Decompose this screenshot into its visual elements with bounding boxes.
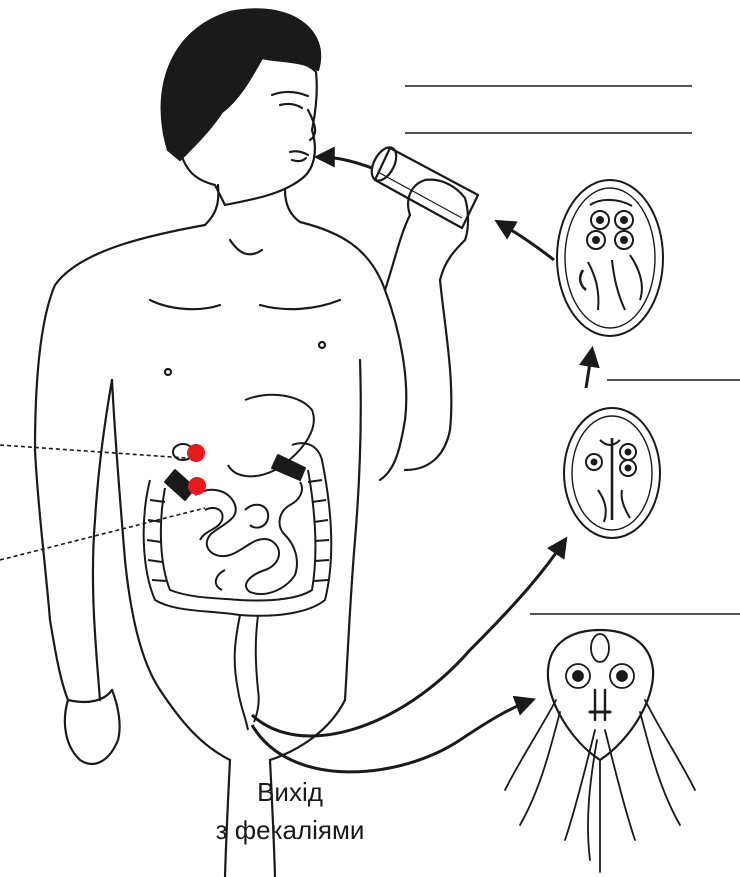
right-torso [345,360,361,700]
pointer-line-lower [0,508,205,560]
glass-of-water [367,143,478,228]
pointer-line-upper [0,445,186,458]
torso [35,225,205,700]
arrow-cyst-to-glass [498,222,554,260]
neck [205,185,218,225]
fecal-exit-caption: Вихід з фекаліями [180,773,400,849]
arrow-glass-to-mouth [318,157,372,168]
pointer-lines [0,445,205,560]
cyst-young [564,408,660,538]
flagellum [505,700,556,790]
caption-line-1: Вихід [180,773,400,811]
trophozoite [505,630,695,872]
digestive-system [144,395,331,730]
life-cycle-arrows [252,157,592,772]
caption-line-2: з фекаліями [180,811,400,849]
small-intestine [195,482,302,594]
hand [408,180,468,240]
cyst-mature [557,180,663,336]
arrow-young-to-mature-cyst [586,350,592,388]
right-arm [380,290,406,480]
stomach [228,395,314,477]
marker-duodenum-upper [187,444,205,462]
blank-label-lines [405,86,740,614]
hair [162,9,320,160]
human-figure [35,9,468,877]
marker-duodenum-lower [188,477,206,495]
